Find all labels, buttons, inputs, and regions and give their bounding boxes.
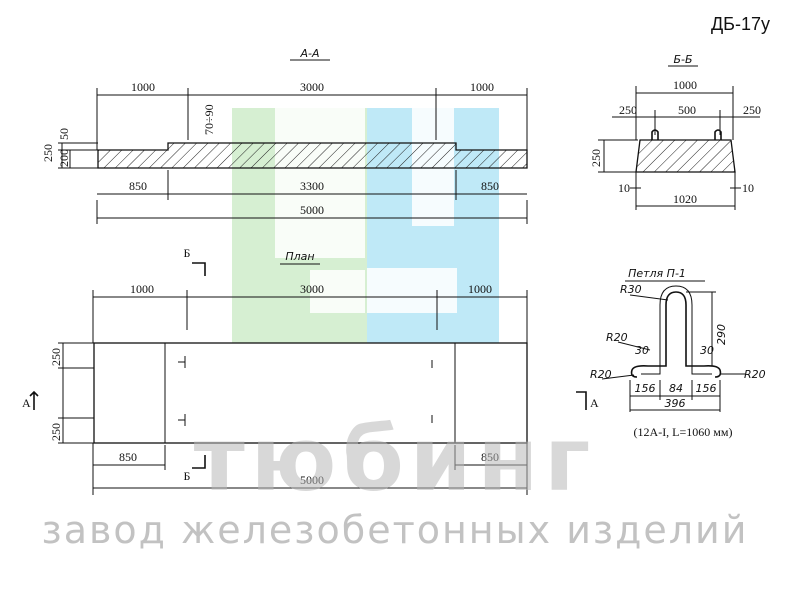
aa-top-dim-3: 1000 xyxy=(470,80,494,94)
aa-note: 70÷90 xyxy=(202,104,216,135)
loop-total: 396 xyxy=(665,397,686,410)
bb-dim-1: 250 xyxy=(619,103,637,117)
plan-top-dim-2: 3000 xyxy=(300,282,324,296)
aa-total-dim: 5000 xyxy=(300,203,324,217)
bb-width-bottom: 1020 xyxy=(673,192,697,206)
plan-bottom-dim-2: 850 xyxy=(481,450,499,464)
plan-top-dim-3: 1000 xyxy=(468,282,492,296)
loop-title: Петля П-1 xyxy=(628,267,686,280)
plan-total-dim: 5000 xyxy=(300,473,324,487)
section-aa: А-А 1000 3000 1000 250 200 50 70÷90 850 … xyxy=(41,47,528,224)
loop-dim-3: 156 xyxy=(696,382,717,395)
bb-edge-left: 10 xyxy=(618,181,630,195)
aa-bottom-dim-2: 3300 xyxy=(300,179,324,193)
loop-d30-b: 30 xyxy=(700,344,714,357)
section-aa-title: А-А xyxy=(299,47,319,60)
bb-dim-3: 250 xyxy=(743,103,761,117)
plan-cut-top: Б xyxy=(184,246,191,260)
aa-side-dim-250: 250 xyxy=(41,144,55,162)
aa-side-dim-50: 50 xyxy=(57,128,71,140)
loop-d30-a: 30 xyxy=(635,344,649,357)
bb-height: 250 xyxy=(589,149,603,167)
bb-dim-2: 500 xyxy=(678,103,696,117)
loop-r30: R30 xyxy=(620,283,642,296)
plan-side-a-left: А xyxy=(22,396,31,410)
plan-cut-bottom: Б xyxy=(184,469,191,483)
sheet-code: ДБ-17у xyxy=(711,14,770,34)
plan-view: План Б Б 1000 3000 1000 250 250 xyxy=(22,246,599,495)
plan-side-dim-2: 250 xyxy=(49,423,63,441)
loop-r20-a: R20 xyxy=(606,331,628,344)
watermark-tagline: завод железобетонных изделий xyxy=(42,508,749,552)
plan-top-dim-1: 1000 xyxy=(130,282,154,296)
loop-dim-2: 84 xyxy=(669,382,683,395)
aa-top-dim-1: 1000 xyxy=(131,80,155,94)
loop-spec: (12А-I, L=1060 мм) xyxy=(634,425,733,439)
loop-height: 290 xyxy=(715,324,728,345)
watermark-brand: тюбинг xyxy=(194,408,596,511)
bb-width-top: 1000 xyxy=(673,78,697,92)
aa-bottom-dim-1: 850 xyxy=(129,179,147,193)
plan-side-a-right: А xyxy=(590,396,599,410)
aa-side-dim-200: 200 xyxy=(57,149,71,167)
loop-r20-b: R20 xyxy=(590,368,612,381)
plan-bottom-dim-1: 850 xyxy=(119,450,137,464)
section-bb: Б-Б 1000 250 500 250 250 10 10 1020 xyxy=(589,53,761,210)
plan-side-dim-1: 250 xyxy=(49,348,63,366)
loop-r20-c: R20 xyxy=(744,368,766,381)
bb-edge-right: 10 xyxy=(742,181,754,195)
plan-title: План xyxy=(285,250,314,263)
aa-bottom-dim-3: 850 xyxy=(481,179,499,193)
loop-dim-1: 156 xyxy=(635,382,656,395)
aa-top-dim-2: 3000 xyxy=(300,80,324,94)
loop-detail: Петля П-1 R30 R20 R20 R20 30 30 290 156 … xyxy=(590,267,766,439)
section-bb-title: Б-Б xyxy=(673,53,692,66)
